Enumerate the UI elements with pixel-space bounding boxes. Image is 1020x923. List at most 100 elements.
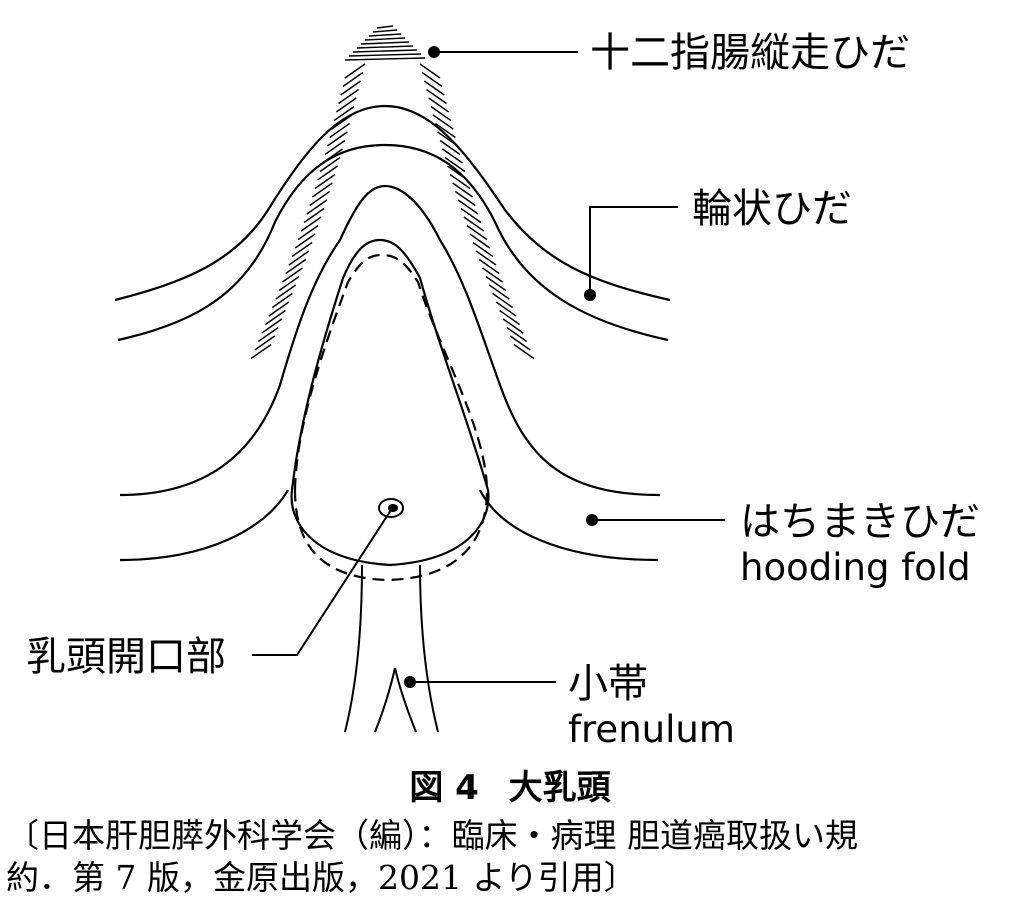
leader-dot-circular-fold bbox=[584, 289, 596, 301]
hooding-fold-line-upper bbox=[119, 184, 661, 497]
hatch-stroke bbox=[254, 335, 276, 351]
hatch-stroke bbox=[329, 122, 351, 139]
leader-dot-longitudinal-fold bbox=[428, 46, 440, 58]
hatch-stroke bbox=[342, 71, 364, 88]
hatch-stroke bbox=[475, 250, 497, 266]
hatch-stroke bbox=[482, 267, 503, 283]
papilla-orifice-ring bbox=[378, 498, 404, 518]
hatch-stroke bbox=[423, 80, 445, 96]
citation-line-2: 約．第 7 版，金原出版，2021 より引用〕 bbox=[6, 858, 637, 897]
hatch-stroke bbox=[419, 63, 441, 79]
hatch-stroke bbox=[278, 275, 300, 292]
label-frenulum-ja: 小帯 bbox=[568, 661, 648, 707]
hatch-stroke bbox=[340, 80, 362, 96]
hatch-stroke bbox=[306, 199, 328, 215]
figure-title: 大乳頭 bbox=[508, 768, 611, 808]
leader-dot-frenulum bbox=[404, 676, 416, 688]
label-longitudinal-fold: 十二指腸縦走ひだ bbox=[590, 30, 910, 76]
circular-fold-line-lower bbox=[117, 143, 669, 342]
hatch-stroke bbox=[434, 122, 456, 139]
label-hooding-fold-en: hooding fold bbox=[740, 546, 971, 589]
hatch-stroke bbox=[335, 97, 357, 113]
hatch-stroke bbox=[492, 292, 514, 309]
hatch-stroke bbox=[454, 190, 476, 207]
hatch-stroke bbox=[314, 173, 336, 190]
hatch-stroke bbox=[457, 199, 479, 215]
hatch-stroke bbox=[444, 156, 466, 173]
hatch-stroke bbox=[506, 326, 528, 343]
hatch-stroke bbox=[472, 241, 494, 258]
hatch-stroke bbox=[495, 301, 517, 317]
hatch-stroke bbox=[460, 207, 482, 224]
label-circular-fold: 輪状ひだ bbox=[692, 186, 852, 232]
hatch-stroke bbox=[344, 63, 366, 79]
leader-dot-hooding-fold bbox=[586, 514, 598, 526]
frenulum-line-left bbox=[344, 564, 363, 733]
hatch-stroke bbox=[303, 207, 325, 224]
hatch-stroke bbox=[271, 292, 293, 309]
hatch-stroke bbox=[309, 190, 331, 207]
hatch-stroke bbox=[499, 309, 521, 326]
circular-fold-line-upper bbox=[114, 104, 671, 302]
label-frenulum-en: frenulum bbox=[568, 708, 735, 751]
hatch-stroke bbox=[297, 224, 319, 241]
hatch-stroke bbox=[282, 267, 303, 283]
figure-caption: 図 4 大乳頭 bbox=[0, 760, 1020, 809]
hatch-stroke bbox=[463, 216, 485, 232]
hatch-stroke bbox=[432, 114, 454, 130]
frenulum-line-right bbox=[419, 564, 439, 733]
hatch-stroke bbox=[442, 148, 463, 164]
hatch-stroke bbox=[509, 335, 531, 351]
hatch-stroke bbox=[356, 45, 414, 49]
hatch-stroke bbox=[288, 250, 310, 266]
leader-papilla-orifice bbox=[252, 509, 392, 656]
citation-line-1: 〔日本肝胆膵外科学会（編）：臨床・病理 胆道癌取扱い規 bbox=[6, 816, 858, 855]
hooding-fold-line-lower bbox=[119, 489, 659, 562]
hatch-stroke bbox=[426, 88, 447, 105]
papilla-dashed-outline bbox=[293, 253, 489, 582]
hatch-stroke bbox=[488, 284, 510, 300]
hatch-stroke bbox=[352, 49, 418, 53]
hatch-stroke bbox=[285, 258, 307, 275]
hatch-stroke bbox=[368, 33, 402, 37]
hatch-stroke bbox=[344, 57, 426, 61]
hatch-stroke bbox=[311, 182, 333, 198]
hatch-stroke bbox=[319, 156, 341, 173]
hatch-stroke bbox=[466, 224, 488, 241]
hatch-stroke bbox=[291, 241, 313, 258]
hatch-stroke bbox=[326, 131, 348, 147]
hatch-stroke bbox=[324, 139, 346, 156]
hatch-stroke bbox=[469, 233, 491, 249]
figure-citation: 〔日本肝胆膵外科学会（編）：臨床・病理 胆道癌取扱い規 約．第 7 版，金原出版… bbox=[6, 815, 1016, 899]
hatch-stroke bbox=[338, 88, 359, 105]
hatch-stroke bbox=[300, 216, 322, 232]
frenulum-fork-left bbox=[374, 667, 396, 733]
hatch-stroke bbox=[376, 25, 394, 29]
hatch-stroke bbox=[421, 71, 443, 88]
hatch-stroke bbox=[364, 37, 406, 41]
hatch-stroke bbox=[317, 165, 338, 181]
hatch-stroke bbox=[348, 53, 422, 57]
hatch-stroke bbox=[430, 105, 452, 122]
hatch-stroke bbox=[428, 97, 450, 113]
hatch-stroke bbox=[261, 318, 283, 334]
hatch-stroke bbox=[439, 139, 461, 156]
hatch-stroke bbox=[257, 326, 279, 343]
hatch-stroke bbox=[502, 318, 524, 334]
longitudinal-fold-hatching bbox=[250, 25, 535, 360]
hatch-stroke bbox=[452, 182, 474, 198]
leader-circular-fold bbox=[589, 206, 678, 295]
hatch-stroke bbox=[449, 173, 471, 190]
hatch-stroke bbox=[264, 309, 286, 326]
hatch-stroke bbox=[294, 233, 316, 249]
label-hooding-fold-ja: はちまきひだ bbox=[740, 499, 980, 545]
figure-number: 図 4 bbox=[409, 768, 479, 808]
hatch-stroke bbox=[333, 105, 355, 122]
hatch-stroke bbox=[360, 41, 410, 45]
hatch-stroke bbox=[372, 29, 398, 33]
hatch-stroke bbox=[275, 284, 297, 300]
hatch-stroke bbox=[485, 275, 507, 292]
hatch-stroke bbox=[513, 343, 535, 360]
hatch-stroke bbox=[250, 343, 272, 360]
label-papilla-orifice: 乳頭開口部 bbox=[26, 634, 226, 680]
